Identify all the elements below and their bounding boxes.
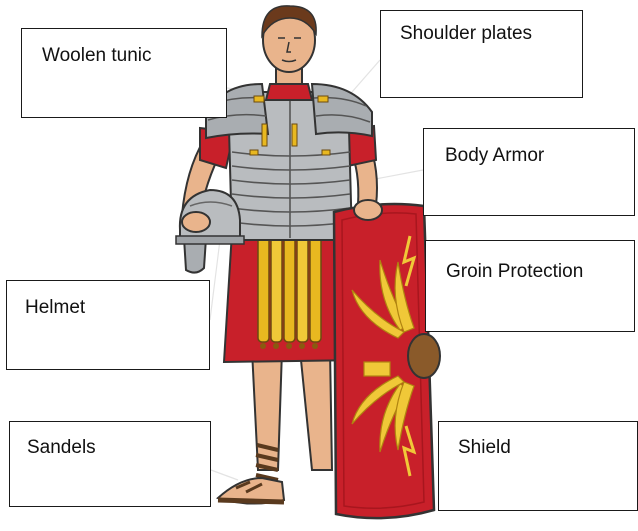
label-shield: Shield [458,437,511,459]
legs [218,350,332,504]
label-box-shield: Shield [438,421,638,511]
label-woolen-tunic: Woolen tunic [42,45,152,67]
label-box-groin-protection: Groin Protection [425,240,635,332]
label-shoulder-plates: Shoulder plates [400,23,532,45]
label-box-woolen-tunic: Woolen tunic [21,28,227,118]
label-box-helmet: Helmet [6,280,210,370]
label-box-shoulder-plates: Shoulder plates [380,10,583,98]
shield-boss [408,334,440,378]
label-body-armor: Body Armor [445,145,544,167]
label-box-sandels: Sandels [9,421,211,507]
label-sandels: Sandels [27,437,96,459]
groin-strips [258,234,321,342]
shoulder-plate-right [312,84,372,136]
label-box-body-armor: Body Armor [423,128,635,216]
label-groin-protection: Groin Protection [446,261,583,283]
label-helmet: Helmet [25,297,85,319]
